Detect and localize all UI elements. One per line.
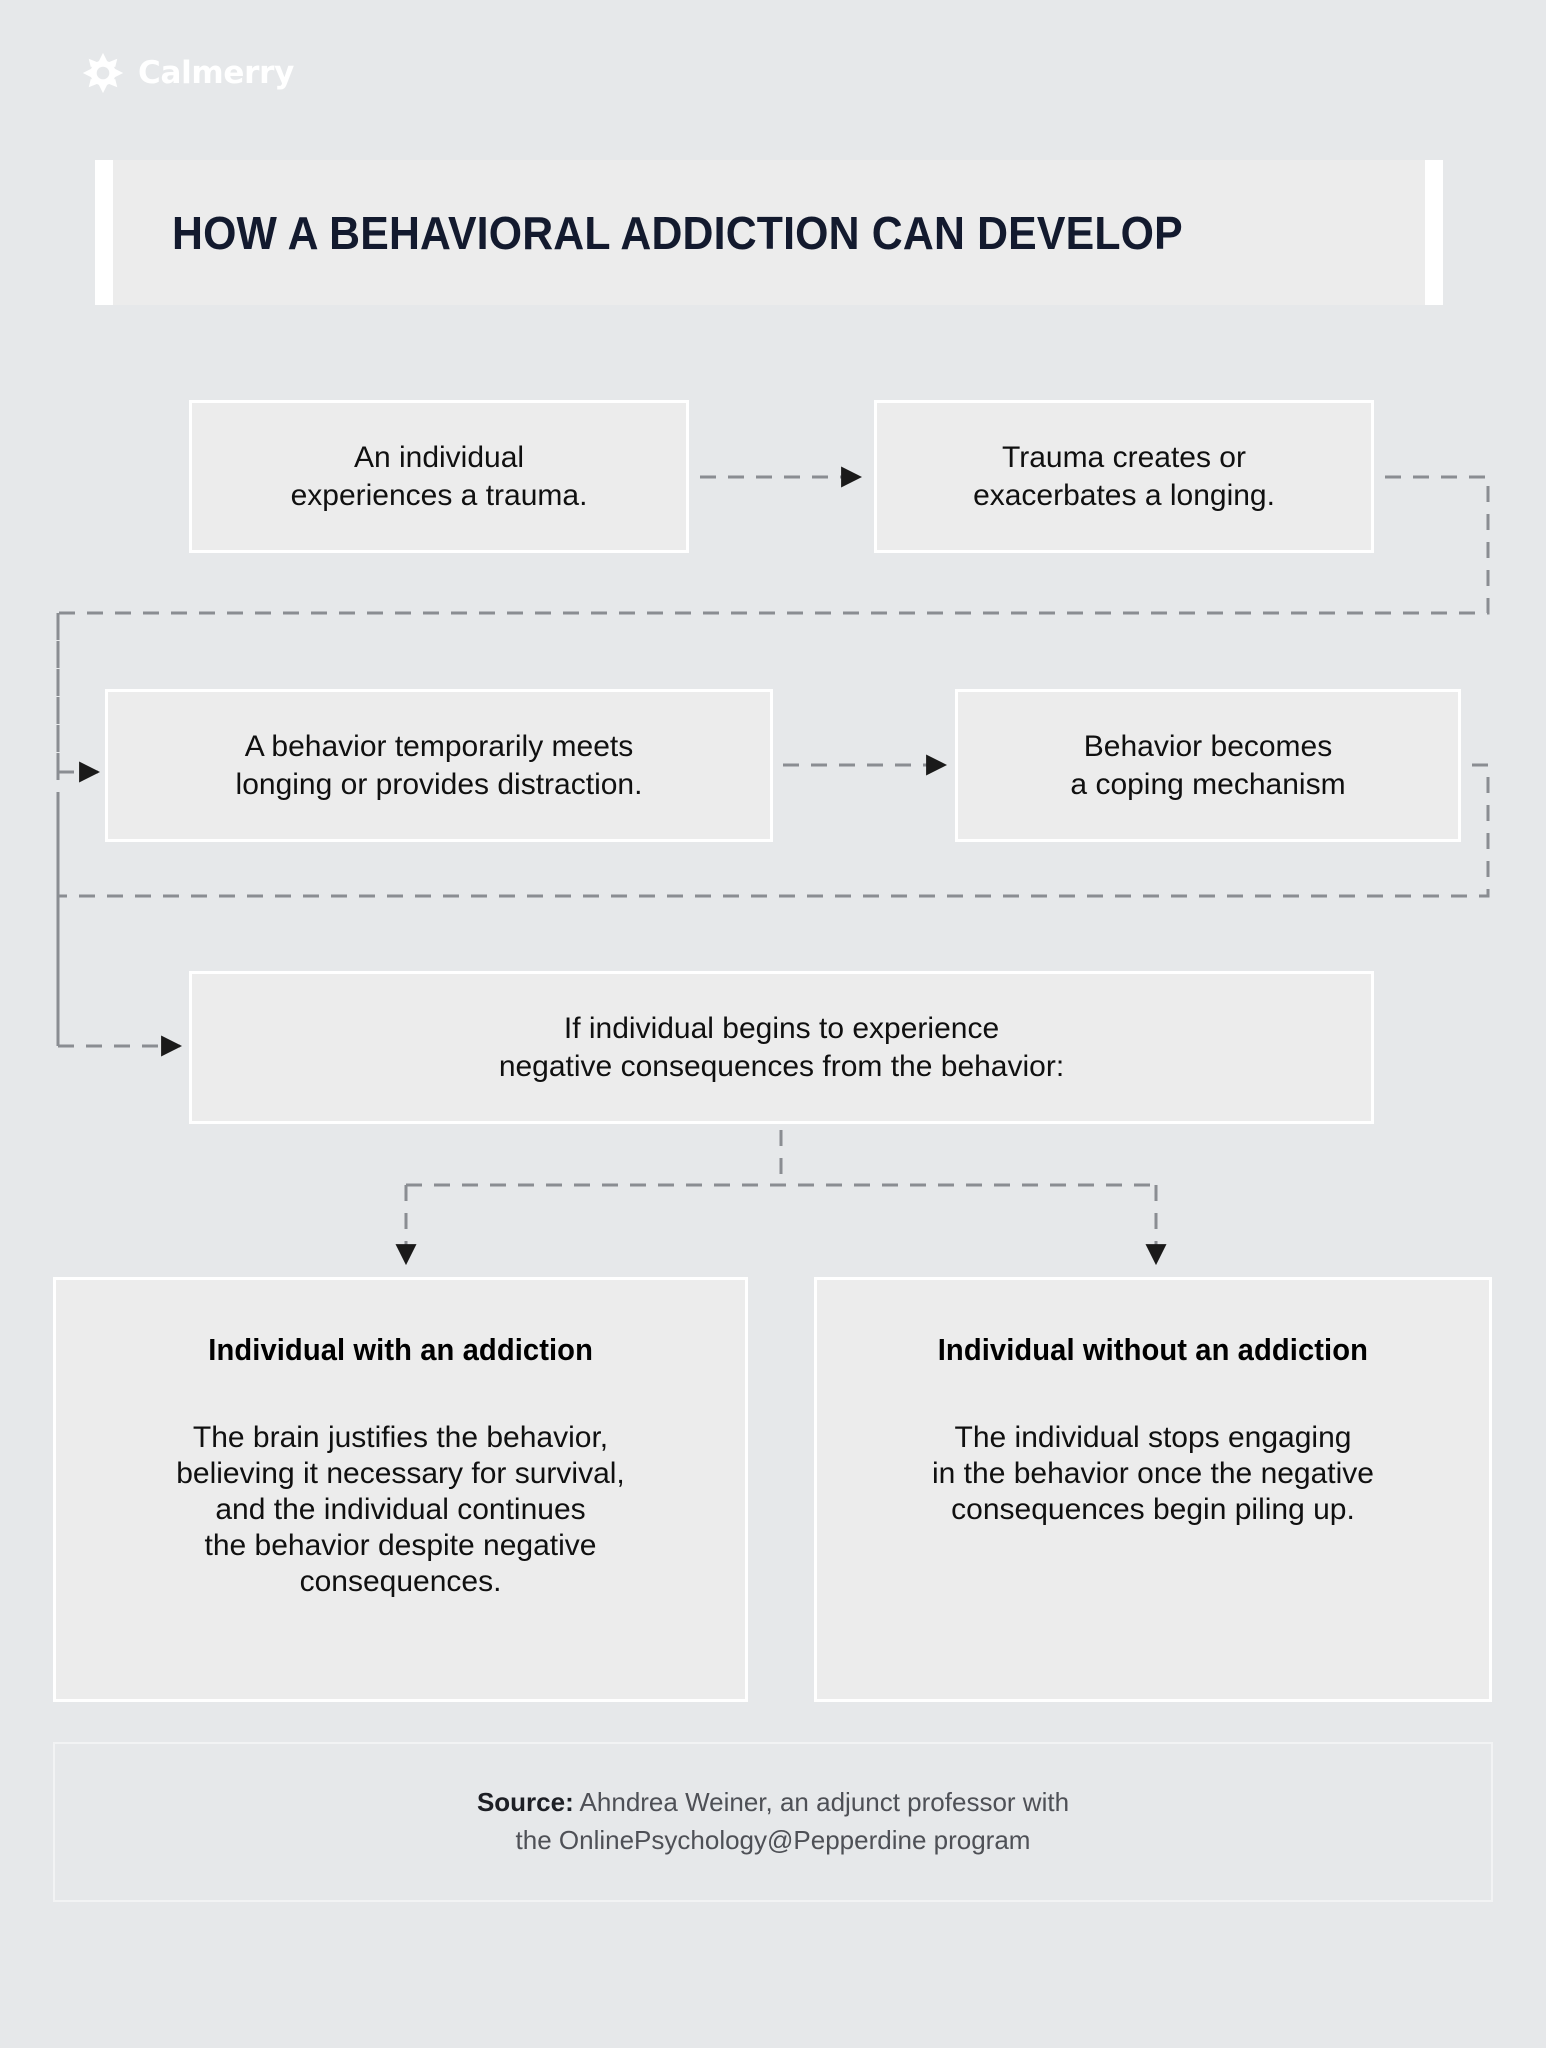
- outcome-body-line: in the behavior once the negative: [932, 1457, 1374, 1490]
- page-title: HOW A BEHAVIORAL ADDICTION CAN DEVELOP: [172, 206, 1183, 259]
- source-attribution: Source: Ahndrea Weiner, an adjunct profe…: [53, 1742, 1493, 1902]
- source-author: Ahndrea Weiner, an adjunct professor wit…: [573, 1787, 1070, 1818]
- brand-name: Calmerry: [138, 55, 295, 91]
- outcome-body-line: believing it necessary for survival,: [176, 1457, 625, 1490]
- flow-step-line: If individual begins to experience: [563, 1012, 1000, 1046]
- source-line-2: the OnlinePsychology@Pepperdine program: [515, 1825, 1031, 1855]
- outcome-title: Individual with an addiction: [208, 1332, 593, 1367]
- flow-step-trauma: An individual experiences a trauma.: [189, 400, 689, 553]
- flow-step-consequence: If individual begins to experience negat…: [189, 971, 1374, 1124]
- brand-logo: Calmerry: [82, 52, 294, 94]
- outcome-body-line: the behavior despite negative: [204, 1529, 597, 1562]
- flow-step-line: exacerbates a longing.: [973, 478, 1275, 512]
- flower-sun-icon: [82, 52, 124, 94]
- flow-step-line: A behavior temporarily meets: [244, 730, 634, 764]
- outcome-body: The brain justifies the behavior, believ…: [176, 1420, 625, 1600]
- flow-step-longing: Trauma creates or exacerbates a longing.: [874, 400, 1374, 553]
- outcome-body-line: consequences begin piling up.: [951, 1493, 1355, 1526]
- flow-step-line: a coping mechanism: [1070, 767, 1346, 801]
- outcome-body-line: The brain justifies the behavior,: [192, 1421, 609, 1454]
- flow-step-line: experiences a trauma.: [290, 478, 588, 512]
- flow-step-coping: Behavior becomes a coping mechanism: [955, 689, 1461, 842]
- flow-step-line: Trauma creates or: [1002, 441, 1246, 475]
- flow-step-line: Behavior becomes: [1083, 730, 1333, 764]
- source-label: Source:: [476, 1787, 574, 1818]
- outcome-without-addiction: Individual without an addiction The indi…: [814, 1277, 1492, 1702]
- flow-step-line: negative consequences from the behavior:: [498, 1049, 1065, 1083]
- flow-step-line: longing or provides distraction.: [235, 767, 643, 801]
- flow-step-line: An individual: [353, 441, 525, 475]
- source-line-1: Source: Ahndrea Weiner, an adjunct profe…: [477, 1784, 1069, 1822]
- outcome-body: The individual stops engaging in the beh…: [932, 1420, 1374, 1528]
- flow-step-behavior: A behavior temporarily meets longing or …: [105, 689, 773, 842]
- title-banner: HOW A BEHAVIORAL ADDICTION CAN DEVELOP: [95, 160, 1443, 305]
- outcome-body-line: and the individual continues: [215, 1493, 586, 1526]
- outcome-with-addiction: Individual with an addiction The brain j…: [53, 1277, 748, 1702]
- outcome-body-line: The individual stops engaging: [954, 1421, 1352, 1454]
- outcome-body-line: consequences.: [299, 1565, 502, 1598]
- outcome-title: Individual without an addiction: [937, 1332, 1369, 1367]
